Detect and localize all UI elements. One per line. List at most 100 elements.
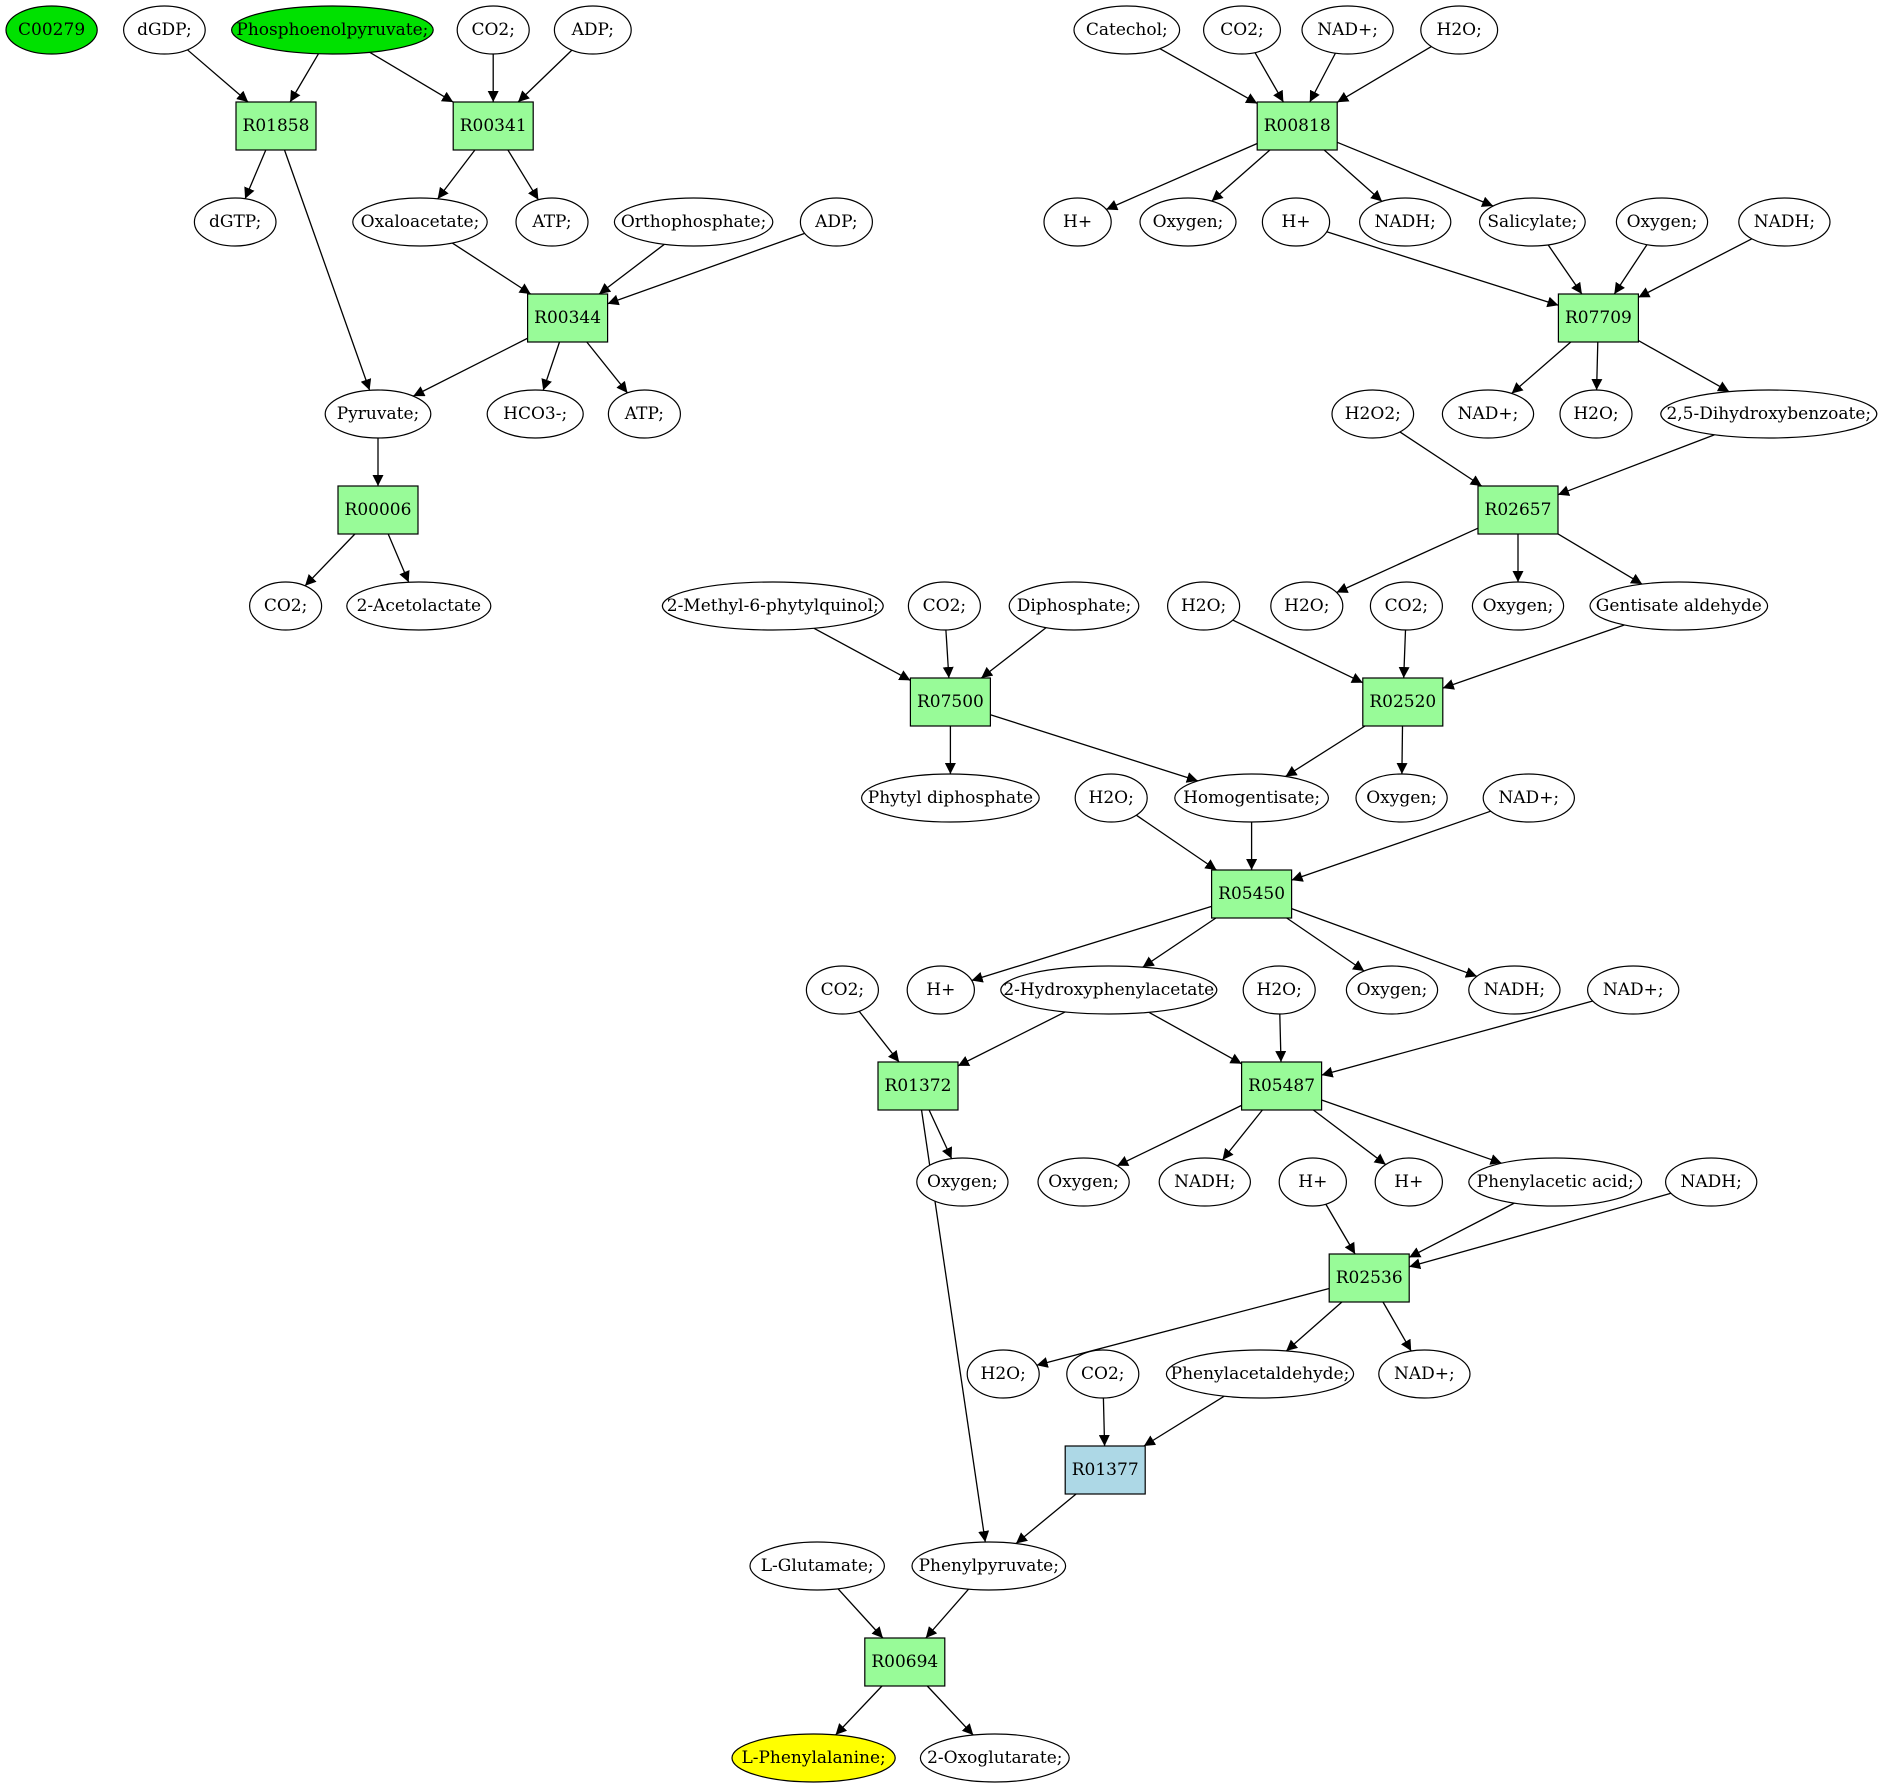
- node-label: NADH;: [1375, 212, 1436, 232]
- node-label: H+: [1298, 1172, 1327, 1192]
- reaction-node-r00344: R00344: [526, 293, 609, 343]
- node-label: 2-Acetolactate: [357, 596, 481, 616]
- node-label: Gentisate aldehyde: [1596, 596, 1762, 616]
- compound-node-c00279: C00279: [5, 5, 98, 55]
- edge-r15-c64: [926, 1685, 974, 1736]
- reaction-node-r01858: R01858: [235, 101, 317, 151]
- compound-ellipse: [1589, 581, 1769, 631]
- edge-c24-r7: [1399, 431, 1483, 487]
- reaction-node-r01377: R01377: [1064, 1445, 1146, 1495]
- compound-node-salicylate: Salicylate;: [1478, 197, 1586, 247]
- compound-ellipse: [1270, 581, 1344, 631]
- node-label: NAD+;: [1317, 20, 1378, 40]
- node-label: NADH;: [1174, 1172, 1235, 1192]
- compound-node-h2o2: H2O2;: [1331, 389, 1415, 439]
- edge-r3-c14: [1105, 142, 1258, 211]
- edge-r4-c22: [541, 341, 561, 391]
- node-label: R00006: [345, 500, 412, 520]
- compound-node-catechol: Catechol;: [1073, 5, 1181, 55]
- compound-ellipse: [1043, 197, 1112, 247]
- edge-c6-r3: [1254, 52, 1284, 103]
- compound-ellipse: [230, 5, 434, 55]
- compound-node-nad: NAD+;: [1301, 5, 1394, 55]
- reaction-box: [337, 485, 419, 535]
- edge-r12-c51: [1116, 1104, 1242, 1167]
- node-label: 2-Oxoglutarate;: [927, 1748, 1062, 1768]
- edge-c43-r11: [858, 1010, 900, 1063]
- compound-node-nad: NAD+;: [1378, 1349, 1471, 1399]
- node-label: CO2;: [1220, 20, 1264, 40]
- edges-layer: [187, 45, 1753, 1736]
- node-label: Pyruvate;: [337, 404, 419, 424]
- edge-c12-r4: [598, 243, 665, 295]
- node-label: Diphosphate;: [1017, 596, 1131, 616]
- edge-r10-c48: [1291, 908, 1478, 978]
- compound-ellipse: [5, 5, 98, 55]
- compound-node-nadh: NADH;: [1358, 197, 1452, 247]
- compound-ellipse: [1478, 197, 1586, 247]
- compound-ellipse: [907, 581, 982, 631]
- edge-c58-r14: [1098, 1397, 1110, 1447]
- compound-node-phytyl-diphosphate: Phytyl diphosphate: [861, 773, 1040, 823]
- node-label: ADP;: [571, 20, 614, 40]
- edge-c53-r13: [1325, 1203, 1356, 1255]
- edge-r1-c9: [244, 149, 267, 199]
- compound-node-oxygen: Oxygen;: [1037, 1157, 1130, 1207]
- node-label: R00818: [1264, 116, 1331, 136]
- compound-ellipse: [352, 197, 488, 247]
- compound-node-phenylacetaldehyde: Phenylacetaldehyde;: [1165, 1349, 1355, 1399]
- compound-node-h: H+: [1043, 197, 1112, 247]
- node-label: ATP;: [531, 212, 571, 232]
- edge-c10-r4: [451, 242, 532, 295]
- compound-ellipse: [456, 5, 530, 55]
- compound-ellipse: [1420, 5, 1499, 55]
- edge-c2-r1: [289, 53, 319, 103]
- compound-ellipse: [906, 965, 976, 1015]
- edge-c7-r3: [1309, 52, 1337, 103]
- edge-c45-r11: [957, 1011, 1066, 1067]
- node-label: Oxygen;: [1153, 212, 1224, 232]
- compound-ellipse: [1660, 389, 1878, 439]
- edge-r13-c59: [1285, 1301, 1343, 1352]
- reaction-node-r02657: R02657: [1477, 485, 1559, 535]
- node-label: Oxaloacetate;: [361, 212, 480, 232]
- node-label: Oxygen;: [1357, 980, 1428, 1000]
- node-label: CO2;: [821, 980, 865, 1000]
- edge-c5-r3: [1159, 48, 1258, 105]
- node-label: ADP;: [814, 212, 857, 232]
- compound-node-2-hydroxyphenylacetate: 2-Hydroxyphenylacetate: [1000, 965, 1218, 1015]
- compound-ellipse: [607, 389, 682, 439]
- compound-node-hco3: HCO3-;: [486, 389, 584, 439]
- node-label: Homogentisate;: [1183, 788, 1320, 808]
- edge-r3-c15: [1211, 149, 1271, 202]
- compound-ellipse: [1242, 965, 1316, 1015]
- node-label: C00279: [18, 20, 85, 40]
- compound-ellipse: [122, 5, 206, 55]
- node-label: CO2;: [923, 596, 967, 616]
- compound-node-dgdp: dGDP;: [122, 5, 206, 55]
- edge-r5-c27: [1638, 339, 1730, 393]
- compound-node-h2o: H2O;: [966, 1349, 1040, 1399]
- compound-ellipse: [1378, 1349, 1471, 1399]
- edge-r9-c40: [1285, 725, 1366, 778]
- node-label: Oxygen;: [927, 1172, 998, 1192]
- compound-ellipse: [1471, 581, 1565, 631]
- node-label: ATP;: [624, 404, 664, 424]
- node-label: H2O2;: [1345, 404, 1401, 424]
- edge-r7-c37: [1557, 533, 1643, 585]
- compound-node-h2o: H2O;: [1074, 773, 1148, 823]
- compound-ellipse: [193, 197, 277, 247]
- compound-ellipse: [249, 581, 323, 631]
- compound-node-co2: CO2;: [1066, 1349, 1140, 1399]
- node-label: H+: [926, 980, 955, 1000]
- node-label: Phenylacetaldehyde;: [1171, 1364, 1350, 1384]
- compound-ellipse: [486, 389, 584, 439]
- reaction-node-r07709: R07709: [1557, 293, 1640, 343]
- compound-ellipse: [553, 5, 632, 55]
- compound-ellipse: [1202, 5, 1281, 55]
- node-label: Phenylpyruvate;: [919, 1556, 1059, 1576]
- node-label: Salicylate;: [1487, 212, 1577, 232]
- node-label: R02520: [1369, 692, 1436, 712]
- reaction-box: [1477, 485, 1559, 535]
- compound-node-2-oxoglutarate: 2-Oxoglutarate;: [919, 1733, 1070, 1783]
